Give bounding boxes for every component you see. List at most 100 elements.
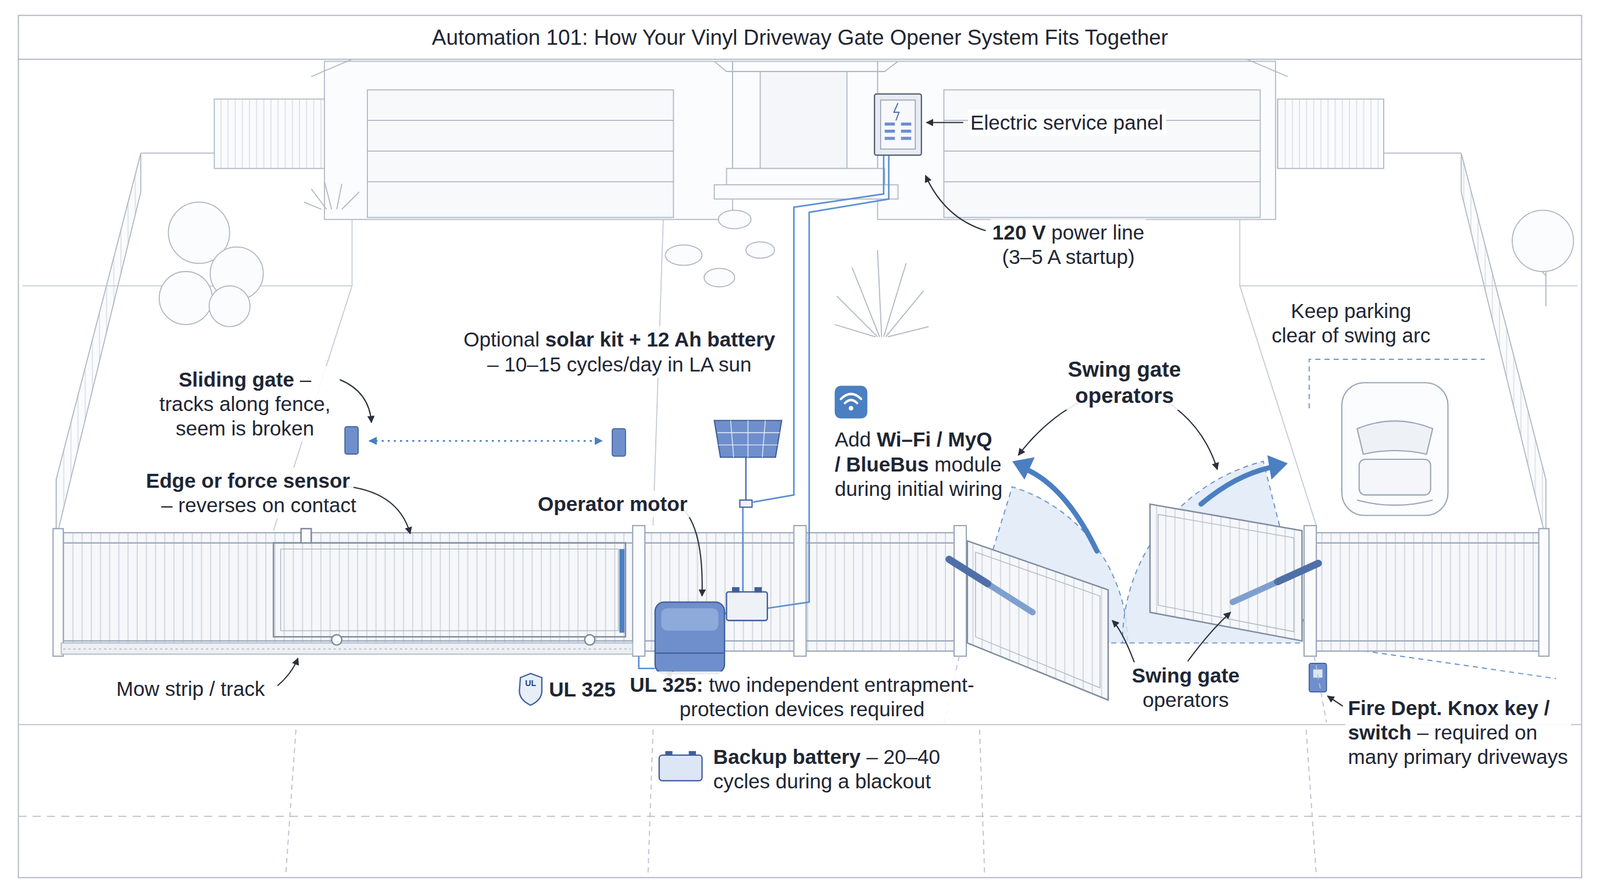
leader-lines-part (925, 175, 987, 231)
road-part (285, 729, 296, 876)
frame-part (18, 15, 1582, 878)
icons-part-part (901, 129, 912, 133)
icons-part-part (901, 136, 912, 140)
callout-text: Electric service panel (970, 111, 1164, 134)
operator-motor (655, 587, 768, 674)
back-fences-part (1277, 98, 1384, 169)
swing-arcs-part (1122, 461, 1310, 643)
car-part (1356, 420, 1433, 455)
callout-label: UL (525, 678, 537, 689)
plants-part (304, 181, 360, 210)
callout-text: UL 325 (548, 677, 616, 701)
callout-label: Backup battery – 20–40 cycles during a b… (711, 743, 944, 795)
leader-lines-part (277, 658, 298, 686)
icons-part (834, 386, 868, 419)
wiring-part (741, 505, 744, 592)
plants-part (718, 210, 752, 230)
parking-zone (1309, 359, 1557, 679)
callout-label: Add Wi–Fi / MyQ / BlueBus module during … (832, 426, 1006, 502)
callout-text: Operator motor (537, 492, 688, 516)
callout-text: Optional (463, 327, 540, 351)
callout-text: 120 V (992, 220, 1046, 244)
houses-part (714, 184, 899, 200)
front-fence-part (1314, 640, 1544, 642)
houses-part (726, 168, 885, 185)
houses-part (367, 181, 674, 183)
yard-lines (22, 219, 1578, 531)
solar-kit (714, 420, 782, 507)
leader-lines-part (1327, 695, 1343, 707)
car-part (1356, 500, 1433, 506)
back-fences-part (1461, 152, 1546, 539)
road-part (1306, 729, 1317, 876)
swing-arrows (1012, 455, 1288, 552)
leader-lines-part (1018, 402, 1080, 456)
front-fence-part (1304, 525, 1317, 657)
callout-text: solar kit + 12 Ah battery (545, 327, 776, 351)
houses-part (943, 181, 1260, 183)
icons-part (880, 100, 916, 149)
callout-text: Keep parking clear of swing arc (1271, 299, 1431, 347)
operator-motor-part (655, 652, 725, 654)
plants-part (159, 271, 213, 325)
wiring-part (767, 155, 889, 609)
houses-part (714, 61, 899, 72)
houses-part (367, 119, 674, 121)
photo-eyes-part (612, 428, 626, 456)
icons-part-part (901, 122, 912, 126)
sliding-gate (273, 528, 626, 645)
callout-label: UL 325: two independent entrapment-prote… (627, 671, 977, 723)
road-part (979, 729, 985, 876)
swing-gates-part (967, 540, 1109, 700)
operator-motor-part (726, 591, 768, 621)
leader-lines-part (339, 379, 371, 423)
road (18, 656, 1582, 876)
frame-part (18, 58, 1582, 60)
sliding-gate-part (301, 528, 312, 544)
icons-part (874, 94, 922, 156)
callout-text: Sliding gate (178, 368, 295, 391)
callout-label: Mow strip / track (113, 675, 269, 703)
icons-part (659, 755, 703, 781)
swing-gates-part (1232, 563, 1319, 603)
sliding-gate-part (584, 634, 596, 646)
diagram-title: Automation 101: How Your Vinyl Driveway … (431, 25, 1169, 51)
houses-part (367, 90, 674, 218)
operator-motor-part (661, 608, 719, 631)
front-fence-part (793, 525, 806, 657)
leader-lines (277, 122, 1343, 707)
swing-arrows-part (1026, 469, 1098, 551)
front-fence-part (954, 525, 967, 657)
houses-part (324, 61, 733, 220)
callout-text: Swing gate operators (1068, 357, 1181, 407)
solar-kit-part (762, 420, 766, 457)
plants-part (665, 244, 702, 266)
wiring-part (638, 656, 656, 669)
road-part (647, 729, 653, 876)
sliding-gate-part (619, 548, 625, 633)
mow-strip (61, 643, 633, 655)
callout-label: operators (1139, 686, 1232, 714)
swing-gates (948, 504, 1319, 700)
frame (18, 15, 1582, 878)
car (1341, 382, 1449, 516)
callout-text: power line (1051, 220, 1145, 244)
icons-part-part (884, 122, 896, 126)
houses-part (760, 71, 848, 169)
front-fence-part (59, 640, 957, 642)
sliding-gate-part (273, 543, 626, 637)
sliding-gate-part (331, 634, 342, 646)
callout-label: Operator motor (535, 490, 691, 518)
swing-arrows-part (1012, 456, 1035, 480)
callout-text: Swing gate (1131, 663, 1240, 687)
back-fences-part (140, 152, 214, 155)
car-part (1341, 382, 1449, 516)
houses-part (732, 61, 878, 169)
solar-kit-part (717, 432, 780, 434)
plants-part (1512, 210, 1574, 272)
callout-text: (3–5 A startup) (1001, 245, 1135, 269)
icons-part (688, 751, 696, 756)
callout-label: 120 V power line (989, 219, 1148, 246)
icons-part (840, 394, 862, 400)
houses-part (311, 59, 352, 77)
